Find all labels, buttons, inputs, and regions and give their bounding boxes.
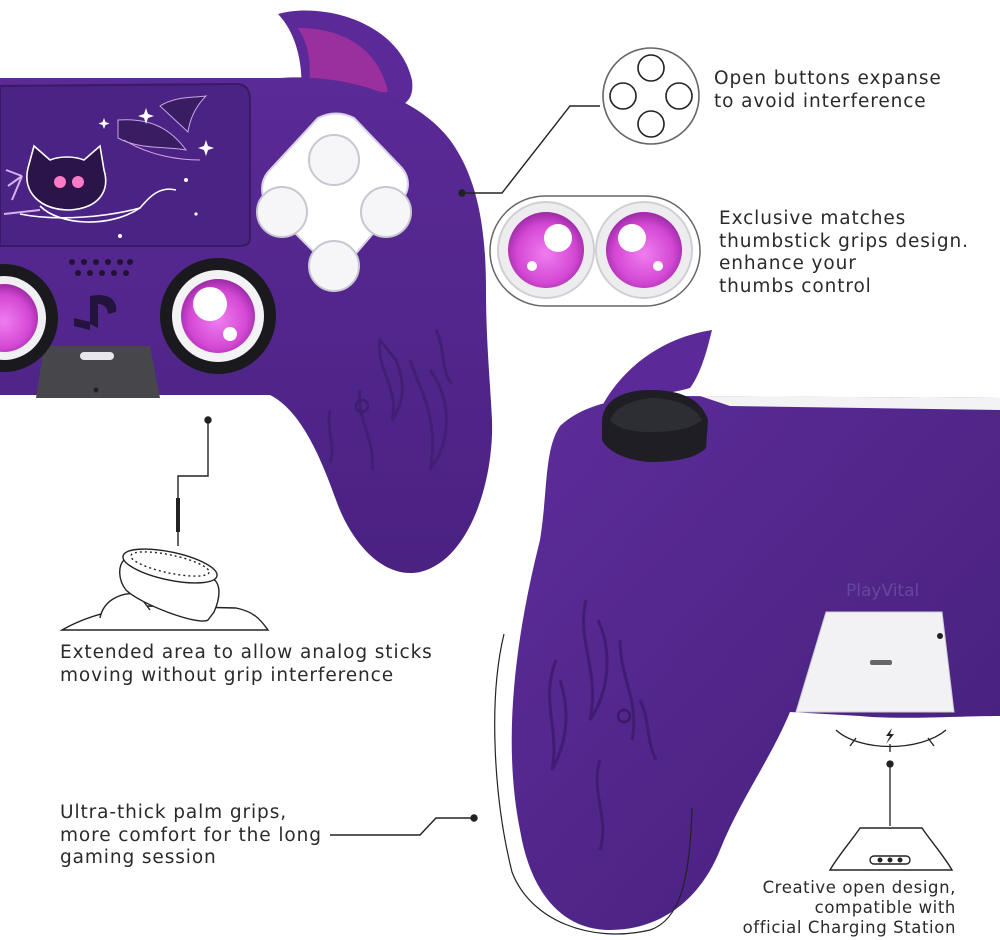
left-stick-grip xyxy=(0,284,38,352)
leader-line-3 xyxy=(835,729,947,826)
caption-analog: Extended area to allow analog sticks mov… xyxy=(60,642,433,686)
leader-line-1 xyxy=(458,105,600,197)
flame-emboss xyxy=(327,329,454,471)
back-horn-emboss xyxy=(616,708,632,724)
button-cross xyxy=(308,240,360,292)
horn-emboss-ring xyxy=(354,398,370,414)
face-buttons xyxy=(256,134,412,292)
trident-art xyxy=(3,169,41,215)
button-square xyxy=(256,186,308,238)
caption-thumbstick: Exclusive matches thumbstick grips desig… xyxy=(719,208,969,297)
back-horn xyxy=(600,330,712,410)
bolt-icon xyxy=(886,728,894,744)
back-flame-emboss xyxy=(548,599,658,851)
controller-back-view xyxy=(511,330,1000,930)
controller-front-view xyxy=(0,10,493,574)
leader-line-4 xyxy=(330,814,478,836)
thumbstick-grip-icon xyxy=(489,195,701,307)
charging-station-icon xyxy=(828,827,954,871)
caption-open-buttons: Open buttons expanse to avoid interferen… xyxy=(714,68,942,112)
button-triangle xyxy=(308,134,360,186)
brand-watermark: PlayVital xyxy=(846,581,919,601)
cat-eye-left xyxy=(54,176,66,188)
center-grey-panel xyxy=(36,346,160,398)
mic-slot xyxy=(80,352,114,360)
ps-logo-icon xyxy=(74,294,117,330)
caption-charging: Creative open design, compatible with of… xyxy=(742,878,956,937)
button-circle xyxy=(360,186,412,238)
back-shell xyxy=(511,396,1000,930)
speaker-grille xyxy=(69,259,133,276)
cat-art xyxy=(19,144,177,223)
analog-stick-icon xyxy=(59,548,270,631)
cat-eye-right xyxy=(72,176,84,188)
grip-contour xyxy=(494,633,693,935)
button-layout-icon xyxy=(602,47,700,145)
caption-palm: Ultra-thick palm grips, more comfort for… xyxy=(60,802,322,868)
back-shell-top xyxy=(700,396,1000,410)
port-dot xyxy=(93,387,99,393)
leader-line-2 xyxy=(176,416,212,546)
witch-hat-art xyxy=(117,95,208,161)
sparkle-art xyxy=(98,108,214,238)
